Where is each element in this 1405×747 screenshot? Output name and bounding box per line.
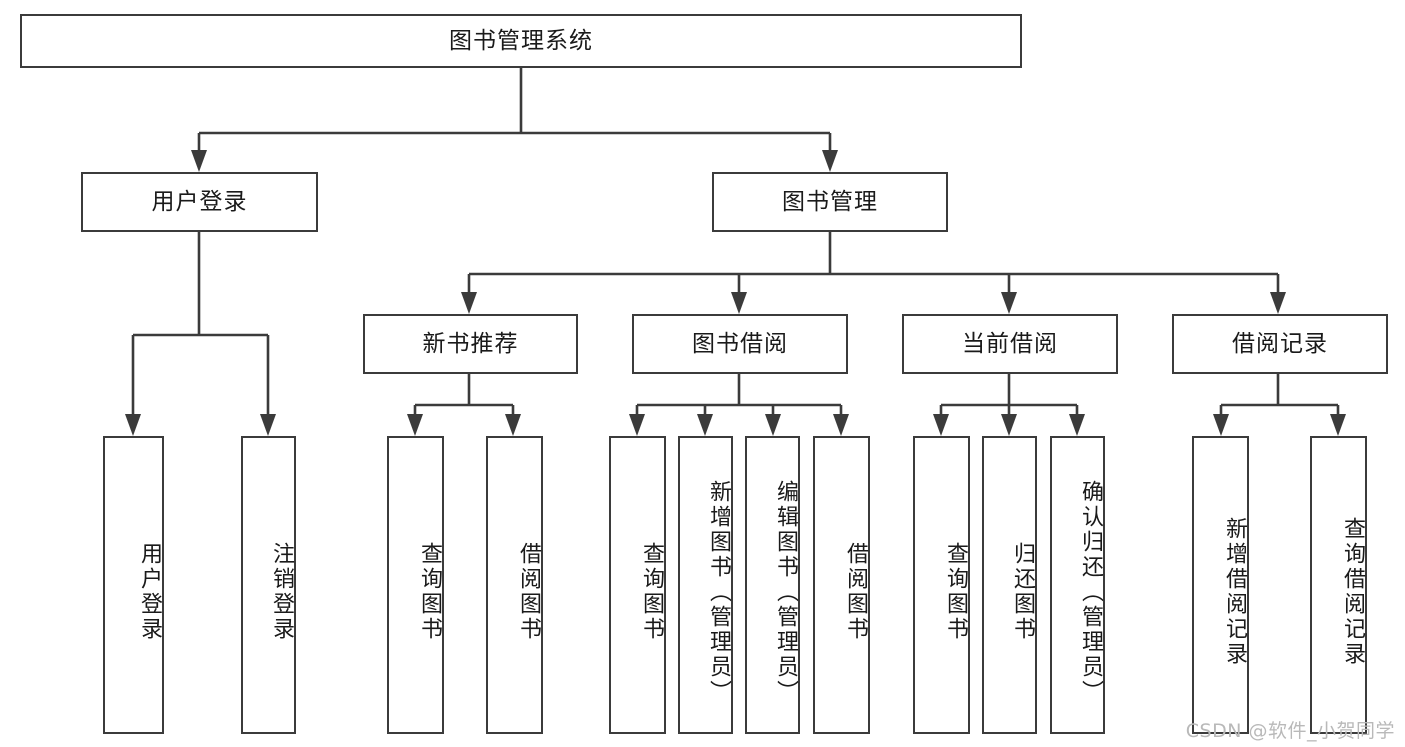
node-leaf-edit-book[interactable]: 编辑图书（管理员）	[745, 436, 800, 734]
node-leaf-borrow-book-1[interactable]: 借阅图书	[486, 436, 543, 734]
arrow-borrow-record	[1270, 292, 1286, 314]
arrow-leaf-query-record	[1330, 414, 1346, 436]
arrow-book-manage	[822, 150, 838, 172]
arrow-leaf-borrow-book-1	[505, 414, 521, 436]
node-leaf-query-record-label: 查询借阅记录	[1340, 517, 1365, 667]
node-leaf-confirm-return[interactable]: 确认归还（管理员）	[1050, 436, 1105, 734]
node-borrow-record[interactable]: 借阅记录	[1172, 314, 1388, 374]
node-leaf-confirm-return-label: 确认归还（管理员）	[1078, 479, 1103, 705]
node-book-borrow[interactable]: 图书借阅	[632, 314, 848, 374]
arrow-leaf-add-book	[697, 414, 713, 436]
node-leaf-borrow-book-2-label: 借阅图书	[843, 542, 868, 642]
node-leaf-edit-book-label: 编辑图书（管理员）	[773, 479, 798, 705]
arrow-leaf-query-book-1	[407, 414, 423, 436]
node-book-manage[interactable]: 图书管理	[712, 172, 948, 232]
node-root-label: 图书管理系统	[449, 27, 593, 54]
node-leaf-query-book-3[interactable]: 查询图书	[913, 436, 970, 734]
arrow-user-login	[191, 150, 207, 172]
arrow-current-borrow	[1001, 292, 1017, 314]
node-leaf-return-book[interactable]: 归还图书	[982, 436, 1037, 734]
arrow-leaf-add-record	[1213, 414, 1229, 436]
node-leaf-user-logout-label: 注销登录	[269, 542, 294, 642]
node-user-login-label: 用户登录	[151, 188, 248, 215]
arrow-leaf-user-logout	[260, 414, 276, 436]
node-leaf-query-book-1[interactable]: 查询图书	[387, 436, 444, 734]
arrow-leaf-confirm-return	[1069, 414, 1085, 436]
node-leaf-user-login-label: 用户登录	[137, 542, 162, 642]
node-leaf-user-login[interactable]: 用户登录	[103, 436, 164, 734]
node-leaf-query-book-1-label: 查询图书	[417, 542, 442, 642]
node-leaf-return-book-label: 归还图书	[1010, 542, 1035, 642]
node-new-book-rec-label: 新书推荐	[422, 330, 519, 357]
arrow-leaf-query-book-3	[933, 414, 949, 436]
arrow-leaf-query-book-2	[629, 414, 645, 436]
node-leaf-user-logout[interactable]: 注销登录	[241, 436, 296, 734]
node-root[interactable]: 图书管理系统	[20, 14, 1022, 68]
node-current-borrow-label: 当前借阅	[962, 330, 1058, 357]
watermark: CSDN @软件_小贺同学	[1185, 720, 1395, 742]
node-leaf-add-book-label: 新增图书（管理员）	[706, 479, 731, 705]
arrow-leaf-user-login	[125, 414, 141, 436]
node-leaf-query-book-2[interactable]: 查询图书	[609, 436, 666, 734]
node-leaf-borrow-book-2[interactable]: 借阅图书	[813, 436, 870, 734]
arrow-book-borrow	[731, 292, 747, 314]
node-book-manage-label: 图书管理	[782, 188, 878, 215]
arrow-leaf-edit-book	[765, 414, 781, 436]
arrow-leaf-return-book	[1001, 414, 1017, 436]
node-leaf-add-book[interactable]: 新增图书（管理员）	[678, 436, 733, 734]
node-new-book-rec[interactable]: 新书推荐	[363, 314, 578, 374]
node-leaf-add-record-label: 新增借阅记录	[1222, 517, 1247, 667]
node-leaf-add-record[interactable]: 新增借阅记录	[1192, 436, 1249, 734]
node-user-login[interactable]: 用户登录	[81, 172, 318, 232]
node-leaf-query-book-2-label: 查询图书	[639, 542, 664, 642]
arrow-new-book-rec	[461, 292, 477, 314]
node-current-borrow[interactable]: 当前借阅	[902, 314, 1118, 374]
node-book-borrow-label: 图书借阅	[692, 330, 788, 357]
node-borrow-record-label: 借阅记录	[1232, 330, 1328, 357]
arrow-leaf-borrow-book-2	[833, 414, 849, 436]
node-leaf-query-record[interactable]: 查询借阅记录	[1310, 436, 1367, 734]
node-leaf-borrow-book-1-label: 借阅图书	[516, 542, 541, 642]
node-leaf-query-book-3-label: 查询图书	[943, 542, 968, 642]
